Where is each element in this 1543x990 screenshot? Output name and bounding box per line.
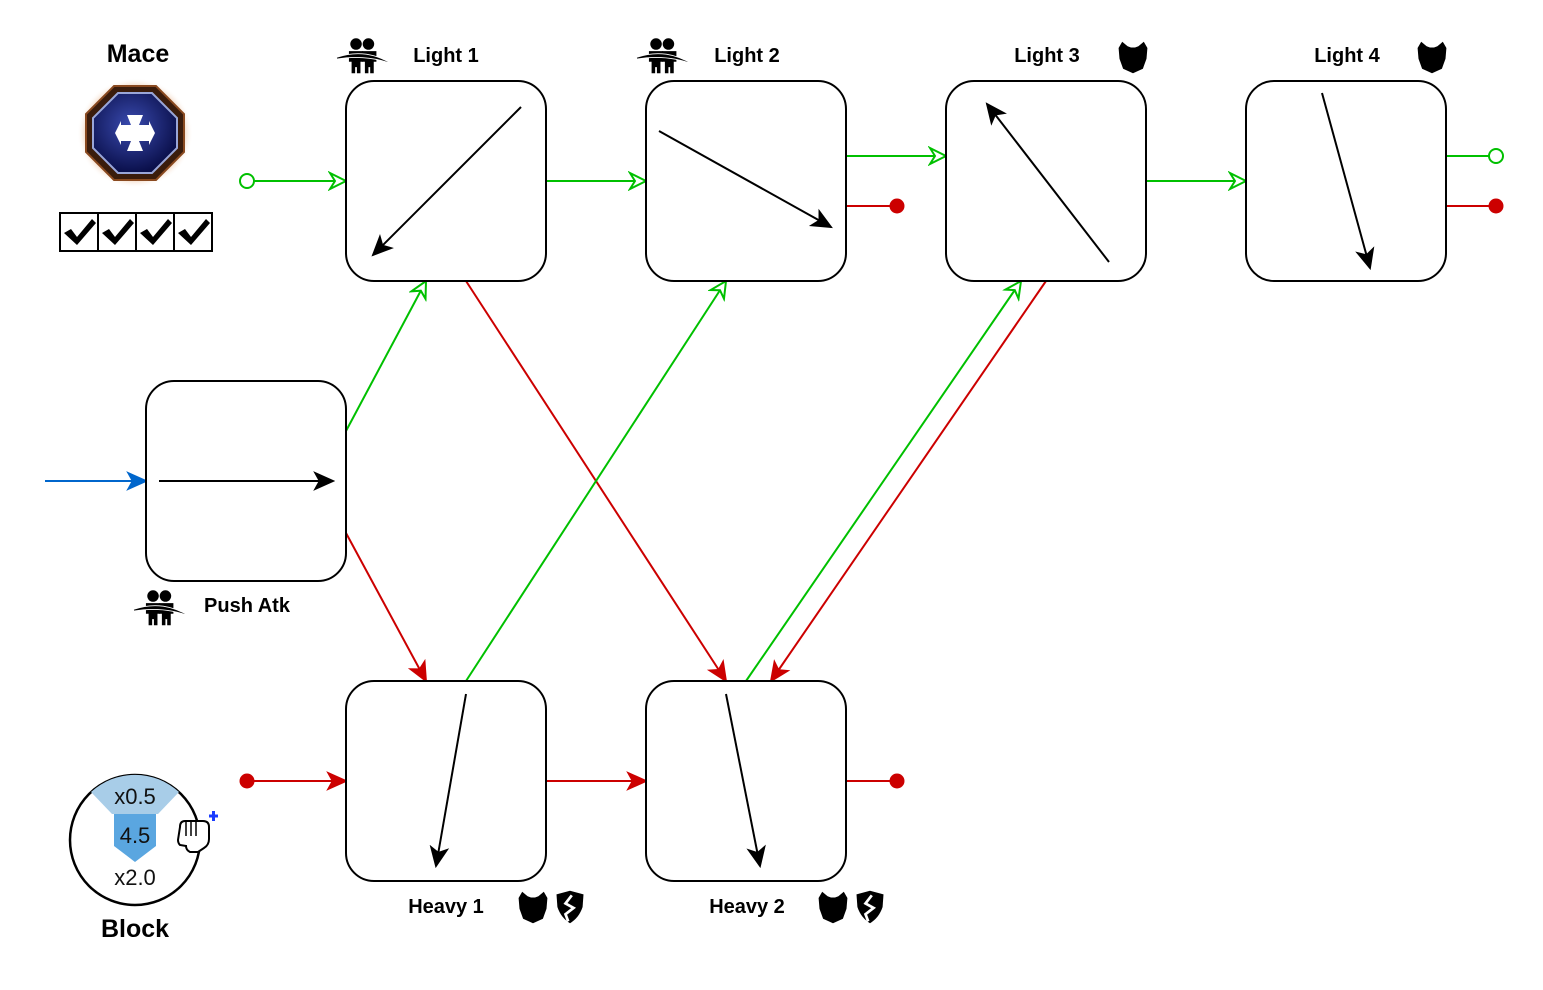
start-heavy-node [239,773,255,789]
shoulder-bash-icon [133,589,191,626]
check-icon [178,219,210,245]
shoulder-bash-icon [336,37,394,74]
armor-icon [818,891,848,924]
edge-light3-heavy2 [769,280,1047,683]
edge-push-light1 [345,281,426,432]
node-label-light-4: Light 4 [1314,45,1380,67]
checkbox-2 [97,212,137,252]
broken-shield-icon [855,889,885,925]
check-icon [64,219,96,245]
start-light-node [239,173,255,189]
fist-plus-icon [176,811,218,853]
cross-emblem-icon [77,78,193,188]
edge-heavy2-light3 [745,281,1021,682]
node-light-4[interactable] [1245,80,1447,282]
edge-push-heavy1 [345,532,428,683]
edge-heavy1-light2 [465,281,726,682]
node-push-attack[interactable] [145,380,347,582]
checkbox-3 [135,212,175,252]
direction-arrow-down [725,693,766,869]
edges [45,148,1504,791]
checkbox-4 [173,212,213,252]
block-center-shield [114,814,156,862]
broken-shield-icon [555,889,585,925]
node-label-heavy-1: Heavy 1 [408,896,484,918]
direction-arrow-down-right [658,130,833,229]
end-heavy-node [889,773,905,789]
direction-arrow-down-left [371,106,522,257]
block-label: Block [101,915,169,943]
armor-icon [1118,41,1148,74]
node-heavy-1[interactable] [345,680,547,882]
shoulder-bash-icon [636,37,694,74]
node-label-push-attack: Push Atk [204,595,291,617]
node-label-light-3: Light 3 [1014,45,1080,67]
end-light-node [1488,148,1504,164]
check-icon [102,219,134,245]
node-light-3[interactable] [945,80,1147,282]
weapon-name: Mace [107,40,170,68]
checkbox-1 [59,212,99,252]
check-icon [140,219,172,245]
direction-arrow-up-left [985,102,1110,263]
block-top-multiplier: x0.5 [114,784,156,809]
block-value: 4.5 [120,823,151,848]
direction-arrow-down [429,693,467,869]
hit-checkboxes [59,212,213,252]
block-bottom-multiplier: x2.0 [114,865,156,890]
node-label-light-2: Light 2 [714,45,780,67]
node-heavy-2[interactable] [645,680,847,882]
node-light-1[interactable] [345,80,547,282]
end-heavy-node [889,198,905,214]
block-top-sector [91,774,179,814]
node-label-light-1: Light 1 [413,45,479,67]
block-gauge: x0.5 4.5 x2.0 [68,773,202,907]
armor-icon [518,891,548,924]
armor-icon [1417,41,1447,74]
node-light-2[interactable] [645,80,847,282]
node-label-heavy-2: Heavy 2 [709,896,785,918]
end-heavy-node [1488,198,1504,214]
direction-arrow-down [1321,92,1375,271]
